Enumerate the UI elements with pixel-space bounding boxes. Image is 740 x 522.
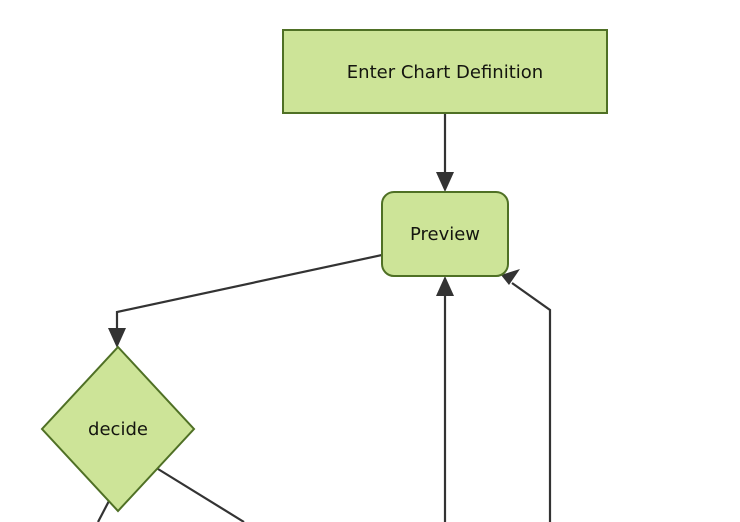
edge-bottom-center-to-preview	[436, 276, 454, 522]
decide-shape[interactable]	[40, 345, 196, 513]
edge-preview-to-decide-arrowhead	[108, 328, 126, 348]
edge-enter-to-preview-arrowhead	[436, 172, 454, 192]
edge-preview-to-decide	[108, 253, 383, 348]
edge-bottom-right-to-preview-line	[511, 282, 552, 522]
edge-bottom-right-to-preview-arrowhead	[501, 269, 520, 285]
enter-chart-definition-shape[interactable]	[282, 29, 608, 114]
preview-shape[interactable]	[381, 191, 509, 277]
node-enter-chart-definition[interactable]: Enter Chart Definition	[282, 29, 608, 114]
edge-decide-bottom-right-line	[157, 468, 245, 522]
edge-decide-bottom-left-line	[97, 498, 111, 522]
edge-preview-to-decide-line	[115, 253, 383, 335]
edge-bottom-center-to-preview-arrowhead	[436, 276, 454, 296]
node-preview[interactable]: Preview	[381, 191, 509, 277]
edge-bottom-right-to-preview	[501, 269, 552, 522]
enter-chart-definition-label: Enter Chart Definition	[347, 62, 543, 83]
decide-label: decide	[88, 419, 148, 440]
node-decide[interactable]: decide	[40, 345, 196, 513]
preview-label: Preview	[410, 224, 480, 245]
edge-decide-bottom-right	[157, 468, 245, 522]
edge-enter-to-preview	[436, 113, 454, 192]
edge-decide-bottom-left	[97, 498, 111, 522]
